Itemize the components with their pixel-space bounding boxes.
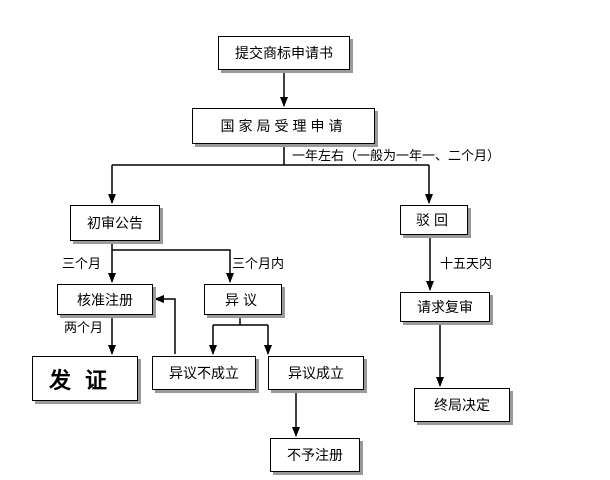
node-review-request: 请求复审 [400, 292, 490, 322]
node-objection: 异议 [204, 284, 282, 315]
node-reject: 驳回 [400, 205, 468, 235]
node-accept: 国家局受理申请 [192, 108, 375, 144]
node-objection-valid: 异议成立 [268, 356, 364, 390]
node-certificate: 发证 [32, 356, 138, 401]
node-submit: 提交商标申请书 [218, 36, 350, 70]
node-prelim-review: 初审公告 [70, 205, 160, 241]
label-two-months: 两个月 [64, 321, 104, 336]
label-about-one-year: 一年左右（一般为一年一、二个月） [292, 149, 501, 164]
node-approve-registration: 核准注册 [57, 284, 153, 315]
edge-prelim-to-objection [112, 249, 234, 283]
label-fifteen-days: 十五天内 [440, 257, 493, 272]
label-three-months: 三个月 [62, 257, 102, 272]
node-no-registration: 不予注册 [270, 438, 360, 472]
label-within-three-months: 三个月内 [232, 257, 285, 272]
node-objection-invalid: 异议不成立 [152, 356, 256, 390]
edge-invalid-to-approve [154, 295, 176, 354]
node-final-decision: 终局决定 [414, 388, 510, 422]
